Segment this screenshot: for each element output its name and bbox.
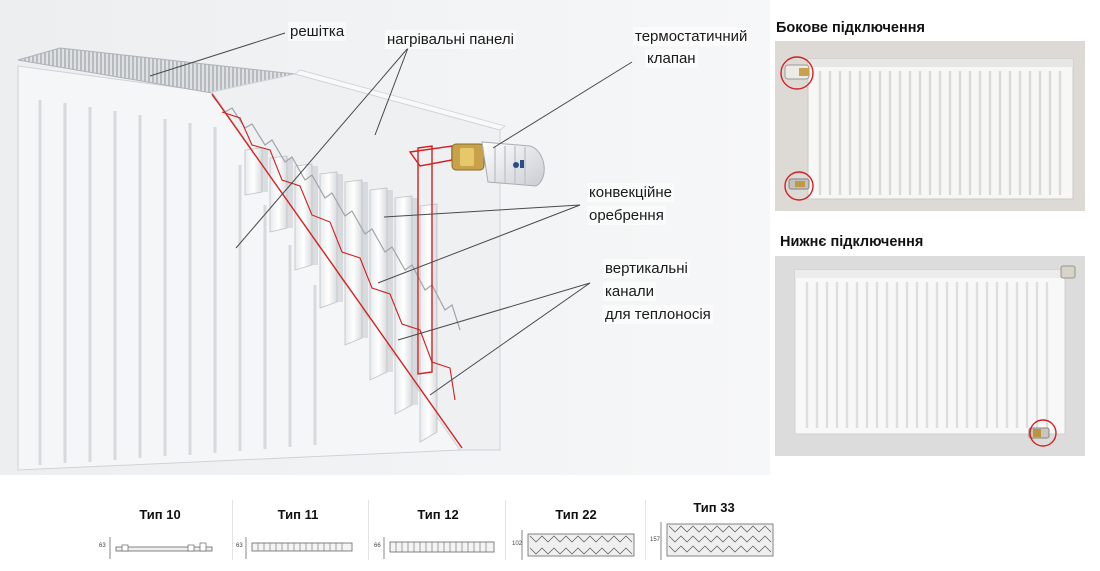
side-connection-photo — [775, 41, 1085, 211]
type-12-height-dim: 66 — [374, 543, 381, 549]
type-22-label: Тип 22 — [555, 507, 597, 522]
cut-edge-zigzag — [211, 94, 461, 331]
red-cut-outline — [211, 93, 463, 449]
side-bottom-valve-highlight — [784, 171, 814, 201]
label-convection-fins-line1: конвекційне — [587, 183, 674, 202]
type-11-height-dim: 63 — [236, 543, 243, 549]
bottom-connection-photo — [775, 256, 1085, 456]
label-vertical-channels-line3: для теплоносія — [603, 305, 713, 324]
label-grille: решітка — [288, 22, 347, 41]
type-11-label: Тип 11 — [277, 507, 319, 522]
types-row-separator-2 — [368, 500, 369, 560]
label-vertical-channels-line1: вертикальні — [603, 259, 690, 278]
type-22-height-dim: 102 — [512, 541, 523, 547]
label-thermostatic-valve-line2: клапан — [645, 49, 698, 68]
types-row-separator-3 — [505, 500, 506, 560]
type-12-label: Тип 12 — [417, 507, 459, 522]
bottom-connection-title: Нижнє підключення — [780, 234, 924, 250]
label-heating-panels: нагрівальні панелі — [385, 30, 516, 49]
type-11-cross-section — [245, 537, 353, 559]
red-coolant-channel — [417, 145, 433, 375]
bottom-valve-highlight — [1029, 419, 1057, 447]
label-vertical-channels-line2: канали — [603, 282, 656, 301]
convection-fins — [244, 147, 438, 443]
label-thermostatic-valve-line1: термостатичний — [633, 27, 750, 46]
type-33-label: Тип 33 — [693, 500, 735, 515]
type-10-cross-section — [109, 537, 213, 559]
type-33-height-dim: 157 — [650, 537, 661, 543]
types-row-separator-4 — [645, 500, 646, 560]
type-12-cross-section — [383, 537, 495, 559]
leader-lines — [149, 32, 633, 396]
fin-shadows — [262, 150, 418, 405]
label-convection-fins-line2: оребрення — [587, 206, 666, 225]
type-22-cross-section — [521, 530, 635, 560]
thermostatic-valve — [451, 141, 545, 187]
type-10-label: Тип 10 — [139, 507, 181, 522]
type-33-cross-section — [660, 522, 774, 560]
front-panel-ribs — [38, 100, 317, 465]
side-connection-title: Бокове підключення — [776, 20, 925, 36]
types-row-separator-1 — [232, 500, 233, 560]
type-10-height-dim: 63 — [99, 543, 106, 549]
side-top-valve-highlight — [780, 56, 814, 90]
